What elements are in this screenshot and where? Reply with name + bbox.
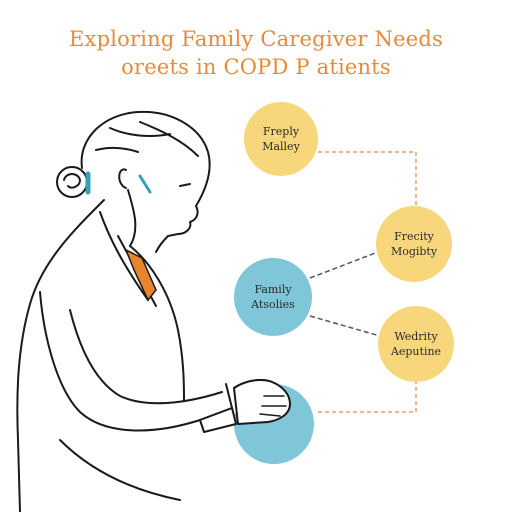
arm [39, 291, 233, 432]
shirt-collar [124, 248, 157, 302]
node-bottom [234, 384, 314, 464]
node-right-lower: Wedrity Aeputine [378, 306, 454, 382]
hair-bun-curl [63, 173, 81, 189]
connector-center-to-right-upper [309, 251, 379, 279]
node-right-upper-label-2: Mogibty [390, 245, 438, 258]
body-lower [59, 439, 181, 501]
arm-inner [69, 309, 223, 405]
connector-top-to-right-upper [318, 151, 417, 218]
jaw [127, 189, 137, 247]
hair-accent [138, 174, 152, 194]
node-right-upper-label-1: Frecity [394, 230, 434, 243]
coat-back [16, 199, 105, 512]
node-right-lower-label-2: Aeputine [390, 345, 442, 358]
hair [80, 110, 211, 207]
ear [118, 168, 127, 189]
connector-right-lower-to-bottom [316, 380, 417, 413]
caregiver-figure [16, 110, 291, 512]
diagram-title-line-2: oreets in COPD P atients [121, 55, 391, 79]
node-center: Family Atsolies [234, 258, 312, 336]
hair-bun [56, 166, 88, 198]
diagram-title-line-1: Exploring Family Caregiver Needs [69, 27, 443, 51]
node-top: Freply Malley [244, 102, 318, 176]
eye [179, 183, 191, 187]
coat-lapel [99, 211, 149, 301]
node-top-label-2: Malley [262, 140, 300, 153]
face-profile [155, 205, 199, 253]
node-right-upper: Frecity Mogibty [376, 206, 452, 282]
hair-strands [95, 121, 199, 157]
node-center-label-2: Atsolies [251, 298, 295, 311]
connector-center-to-right-lower [309, 315, 381, 337]
coat-front [129, 245, 185, 401]
node-center-label-1: Family [254, 283, 292, 296]
node-top-label-1: Freply [262, 125, 300, 138]
node-right-lower-label-1: Wedrity [394, 330, 438, 343]
